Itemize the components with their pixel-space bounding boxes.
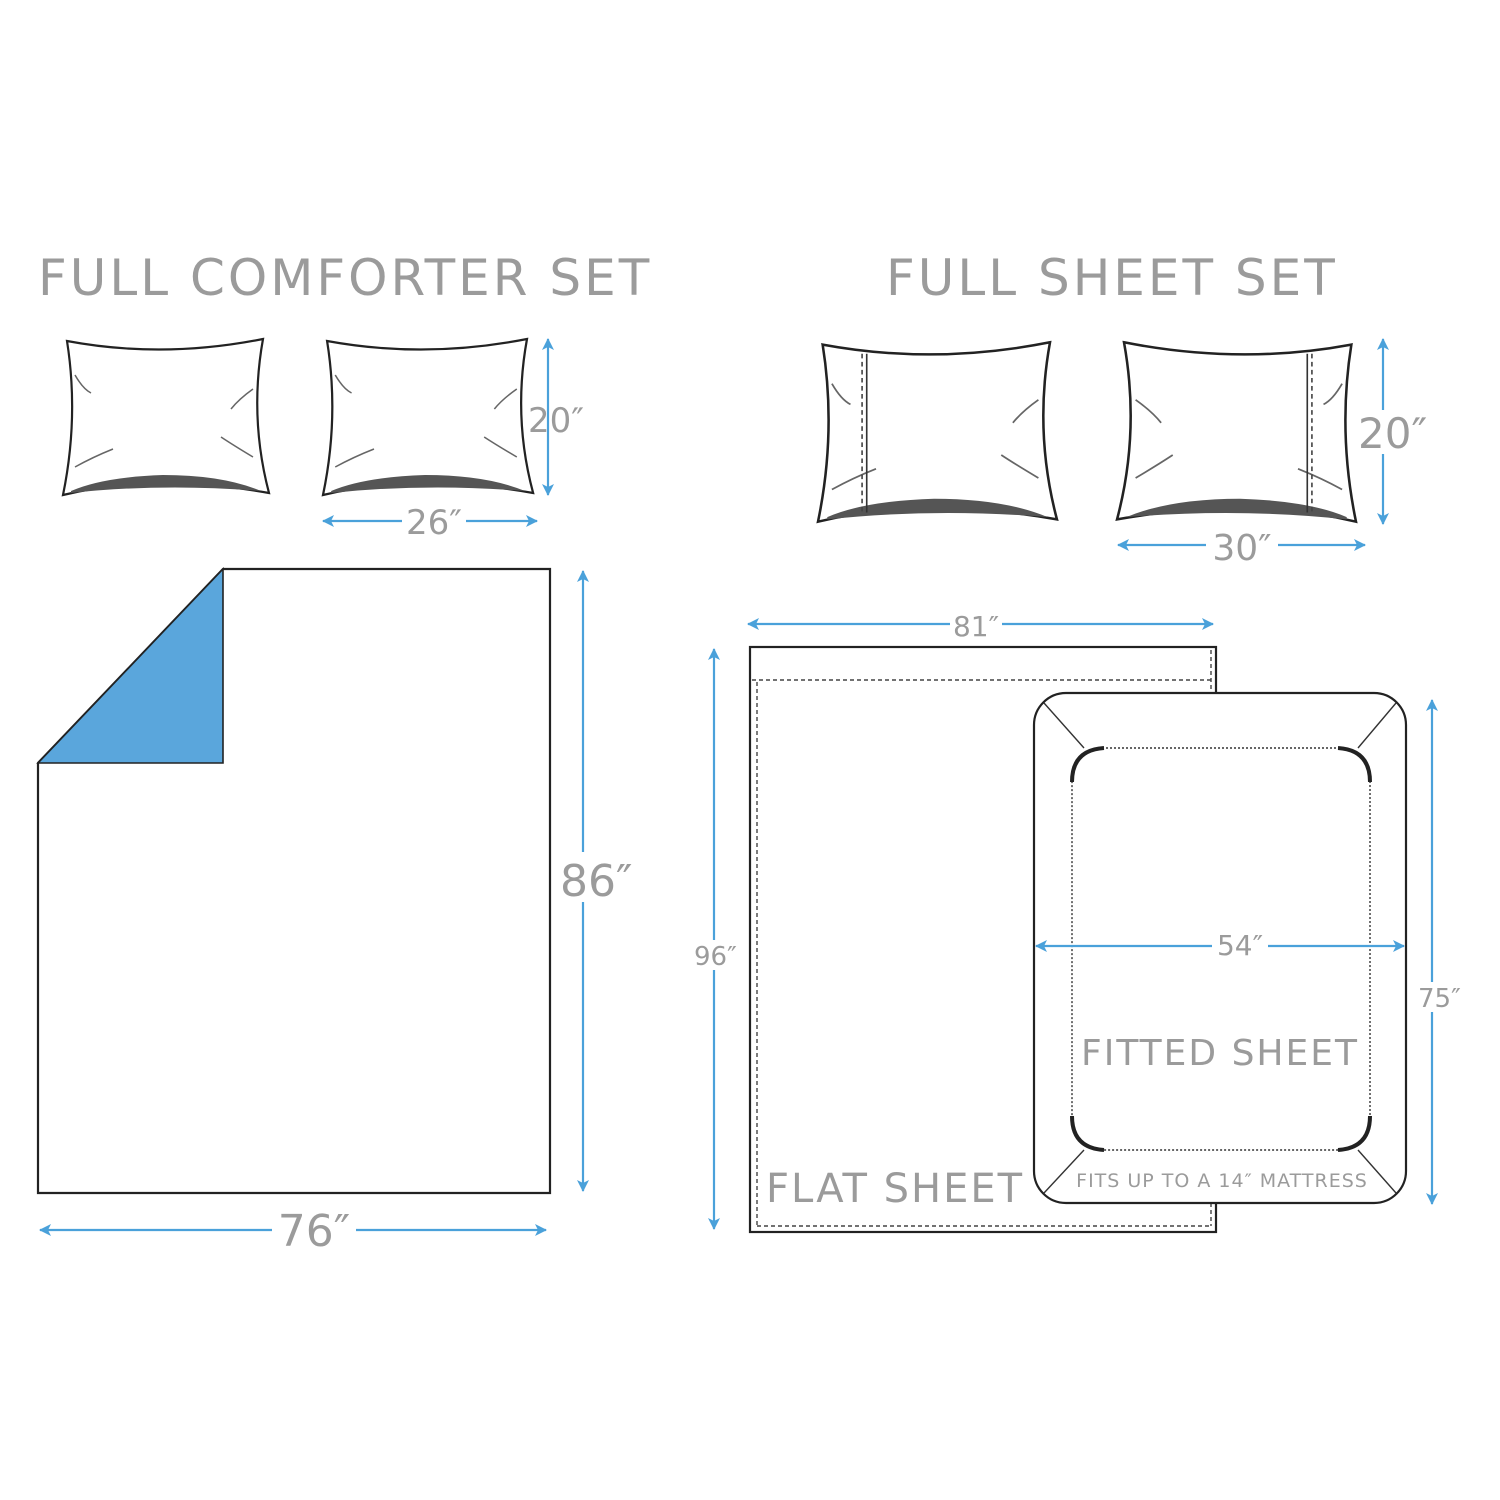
comforter-pillow-height-label: 20″ bbox=[528, 401, 584, 441]
comforter-folded-corner bbox=[36, 567, 224, 764]
comforter-pillow-width-label: 26″ bbox=[406, 503, 462, 543]
sheet-set-title: FULL SHEET SET bbox=[886, 249, 1338, 307]
pillowcase-1 bbox=[816, 341, 1059, 523]
sheet-pillow-width-label: 30″ bbox=[1212, 528, 1271, 569]
comforter-width-label: 76″ bbox=[278, 1206, 350, 1257]
sham-pillow-2 bbox=[321, 337, 535, 497]
sheet-pillow-height-label: 20″ bbox=[1358, 409, 1427, 458]
comforter-set-title: FULL COMFORTER SET bbox=[38, 249, 652, 307]
fitted-sheet-label: FITTED SHEET bbox=[1081, 1033, 1359, 1074]
comforter-length-label: 86″ bbox=[560, 856, 632, 907]
comforter bbox=[36, 567, 552, 1195]
fitted-length-label: 75″ bbox=[1418, 984, 1461, 1014]
sham-pillow-1 bbox=[61, 337, 271, 497]
fitted-sheet-note: FITS UP TO A 14″ MATTRESS bbox=[1076, 1170, 1368, 1192]
flat-sheet-label: FLAT SHEET bbox=[766, 1166, 1024, 1212]
flat-length-label: 96″ bbox=[694, 942, 737, 972]
flat-width-label: 81″ bbox=[953, 610, 999, 643]
pillowcase-2 bbox=[1115, 341, 1358, 523]
fitted-width-label: 54″ bbox=[1217, 929, 1263, 962]
